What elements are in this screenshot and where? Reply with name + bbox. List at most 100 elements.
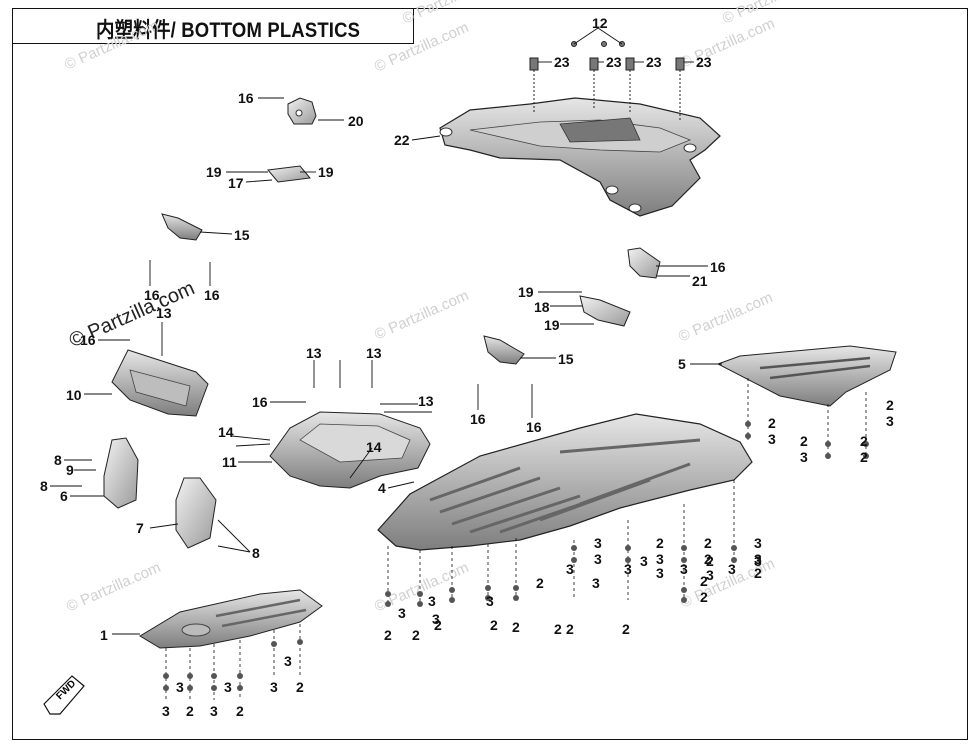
part-15-guard <box>161 213 203 241</box>
callout: 23 <box>696 54 712 70</box>
callout: 16 <box>252 394 268 410</box>
callout: 2 <box>412 627 420 643</box>
callout: 3 <box>284 653 292 669</box>
callout: 3 <box>594 551 602 567</box>
callout: 3 <box>656 565 664 581</box>
callout: 7 <box>136 520 144 536</box>
callout: 3 <box>428 593 436 609</box>
diagram-title: 内塑料件/ BOTTOM PLASTICS <box>96 19 361 42</box>
part-5-skid <box>716 345 897 407</box>
callout: 19 <box>518 284 534 300</box>
callout: 2 <box>656 535 664 551</box>
callout: 2 <box>622 621 630 637</box>
part-15-guard-right <box>483 335 525 365</box>
callout: 3 <box>592 575 600 591</box>
callout: 16 <box>470 411 486 427</box>
callout: 2 <box>886 397 894 413</box>
callout: 13 <box>418 393 434 409</box>
part-4-main-skid-plate <box>377 413 753 551</box>
callout: 16 <box>144 287 160 303</box>
callout: 2 <box>236 703 244 719</box>
callout: 8 <box>40 478 48 494</box>
callout: 8 <box>54 452 62 468</box>
fastener-lines <box>165 378 867 700</box>
part-22-upper-plate <box>439 97 721 217</box>
part-20-bracket <box>287 97 317 125</box>
callout: 20 <box>348 113 364 129</box>
callout: 15 <box>234 227 250 243</box>
callout: 3 <box>432 611 440 627</box>
callout: 3 <box>224 679 232 695</box>
part-1-front-skid <box>139 589 323 649</box>
callout: 17 <box>228 175 244 191</box>
callout: 3 <box>594 535 602 551</box>
callout: 2 <box>706 553 714 569</box>
callout: 18 <box>534 299 550 315</box>
callout: 16 <box>204 287 220 303</box>
callout: 19 <box>318 164 334 180</box>
callout: 2 <box>536 575 544 591</box>
callout: 2 <box>434 617 442 633</box>
callout: 23 <box>646 54 662 70</box>
title-box <box>12 8 414 44</box>
callout: 3 <box>176 679 184 695</box>
callout: 2 <box>700 589 708 605</box>
callout: 16 <box>80 332 96 348</box>
callout: 1 <box>100 627 108 643</box>
part-17-bracket <box>267 165 311 183</box>
callout: 3 <box>680 561 688 577</box>
callout: 3 <box>728 561 736 577</box>
callout: 9 <box>66 462 74 478</box>
callout: 10 <box>66 387 82 403</box>
callout: 5 <box>678 356 686 372</box>
callout: 2 <box>754 565 762 581</box>
callout: 3 <box>640 553 648 569</box>
callout: 2 <box>512 619 520 635</box>
callout-labels: 12 23 23 23 23 16 20 22 19 19 17 15 16 1… <box>40 15 894 719</box>
callout: 2 <box>186 703 194 719</box>
callout: 2 <box>384 627 392 643</box>
callout: 2 <box>490 617 498 633</box>
callout: 3 <box>706 567 714 583</box>
fwd-arrow-icon: FWD <box>43 675 85 715</box>
callout: 4 <box>378 480 386 496</box>
callout: 19 <box>206 164 222 180</box>
callout: 19 <box>544 317 560 333</box>
callout: 3 <box>886 413 894 429</box>
callout: 3 <box>162 703 170 719</box>
part-6-side-piece <box>103 437 139 509</box>
callout: 16 <box>526 419 542 435</box>
callout: 2 <box>554 621 562 637</box>
part-21-bracket <box>627 247 661 279</box>
callout: 11 <box>222 454 237 470</box>
part-11-tub <box>269 411 431 489</box>
leader-lines <box>50 27 722 635</box>
callout: 2 <box>768 415 776 431</box>
callout: 21 <box>692 273 708 289</box>
part-18-bracket <box>579 295 631 327</box>
callout: 3 <box>566 561 574 577</box>
callout: 13 <box>306 345 322 361</box>
callout: 3 <box>656 551 664 567</box>
callout: 13 <box>156 305 172 321</box>
callout: 12 <box>592 15 608 31</box>
callout: 3 <box>398 605 406 621</box>
callout: 3 <box>754 553 762 569</box>
callout: 16 <box>238 90 254 106</box>
callout: 3 <box>800 449 808 465</box>
callout: 14 <box>218 424 234 440</box>
callout: 8 <box>252 545 260 561</box>
callout: 2 <box>566 621 574 637</box>
callout: 2 <box>700 573 708 589</box>
part-10-panel <box>111 349 209 417</box>
callout: 2 <box>860 449 868 465</box>
callout: 2 <box>704 535 712 551</box>
callout: 22 <box>394 132 410 148</box>
callout: 3 <box>624 561 632 577</box>
callout: 16 <box>710 259 726 275</box>
callout: 3 <box>768 431 776 447</box>
callout: 13 <box>366 345 382 361</box>
callout: 2 <box>704 551 712 567</box>
callout: 3 <box>486 593 494 609</box>
